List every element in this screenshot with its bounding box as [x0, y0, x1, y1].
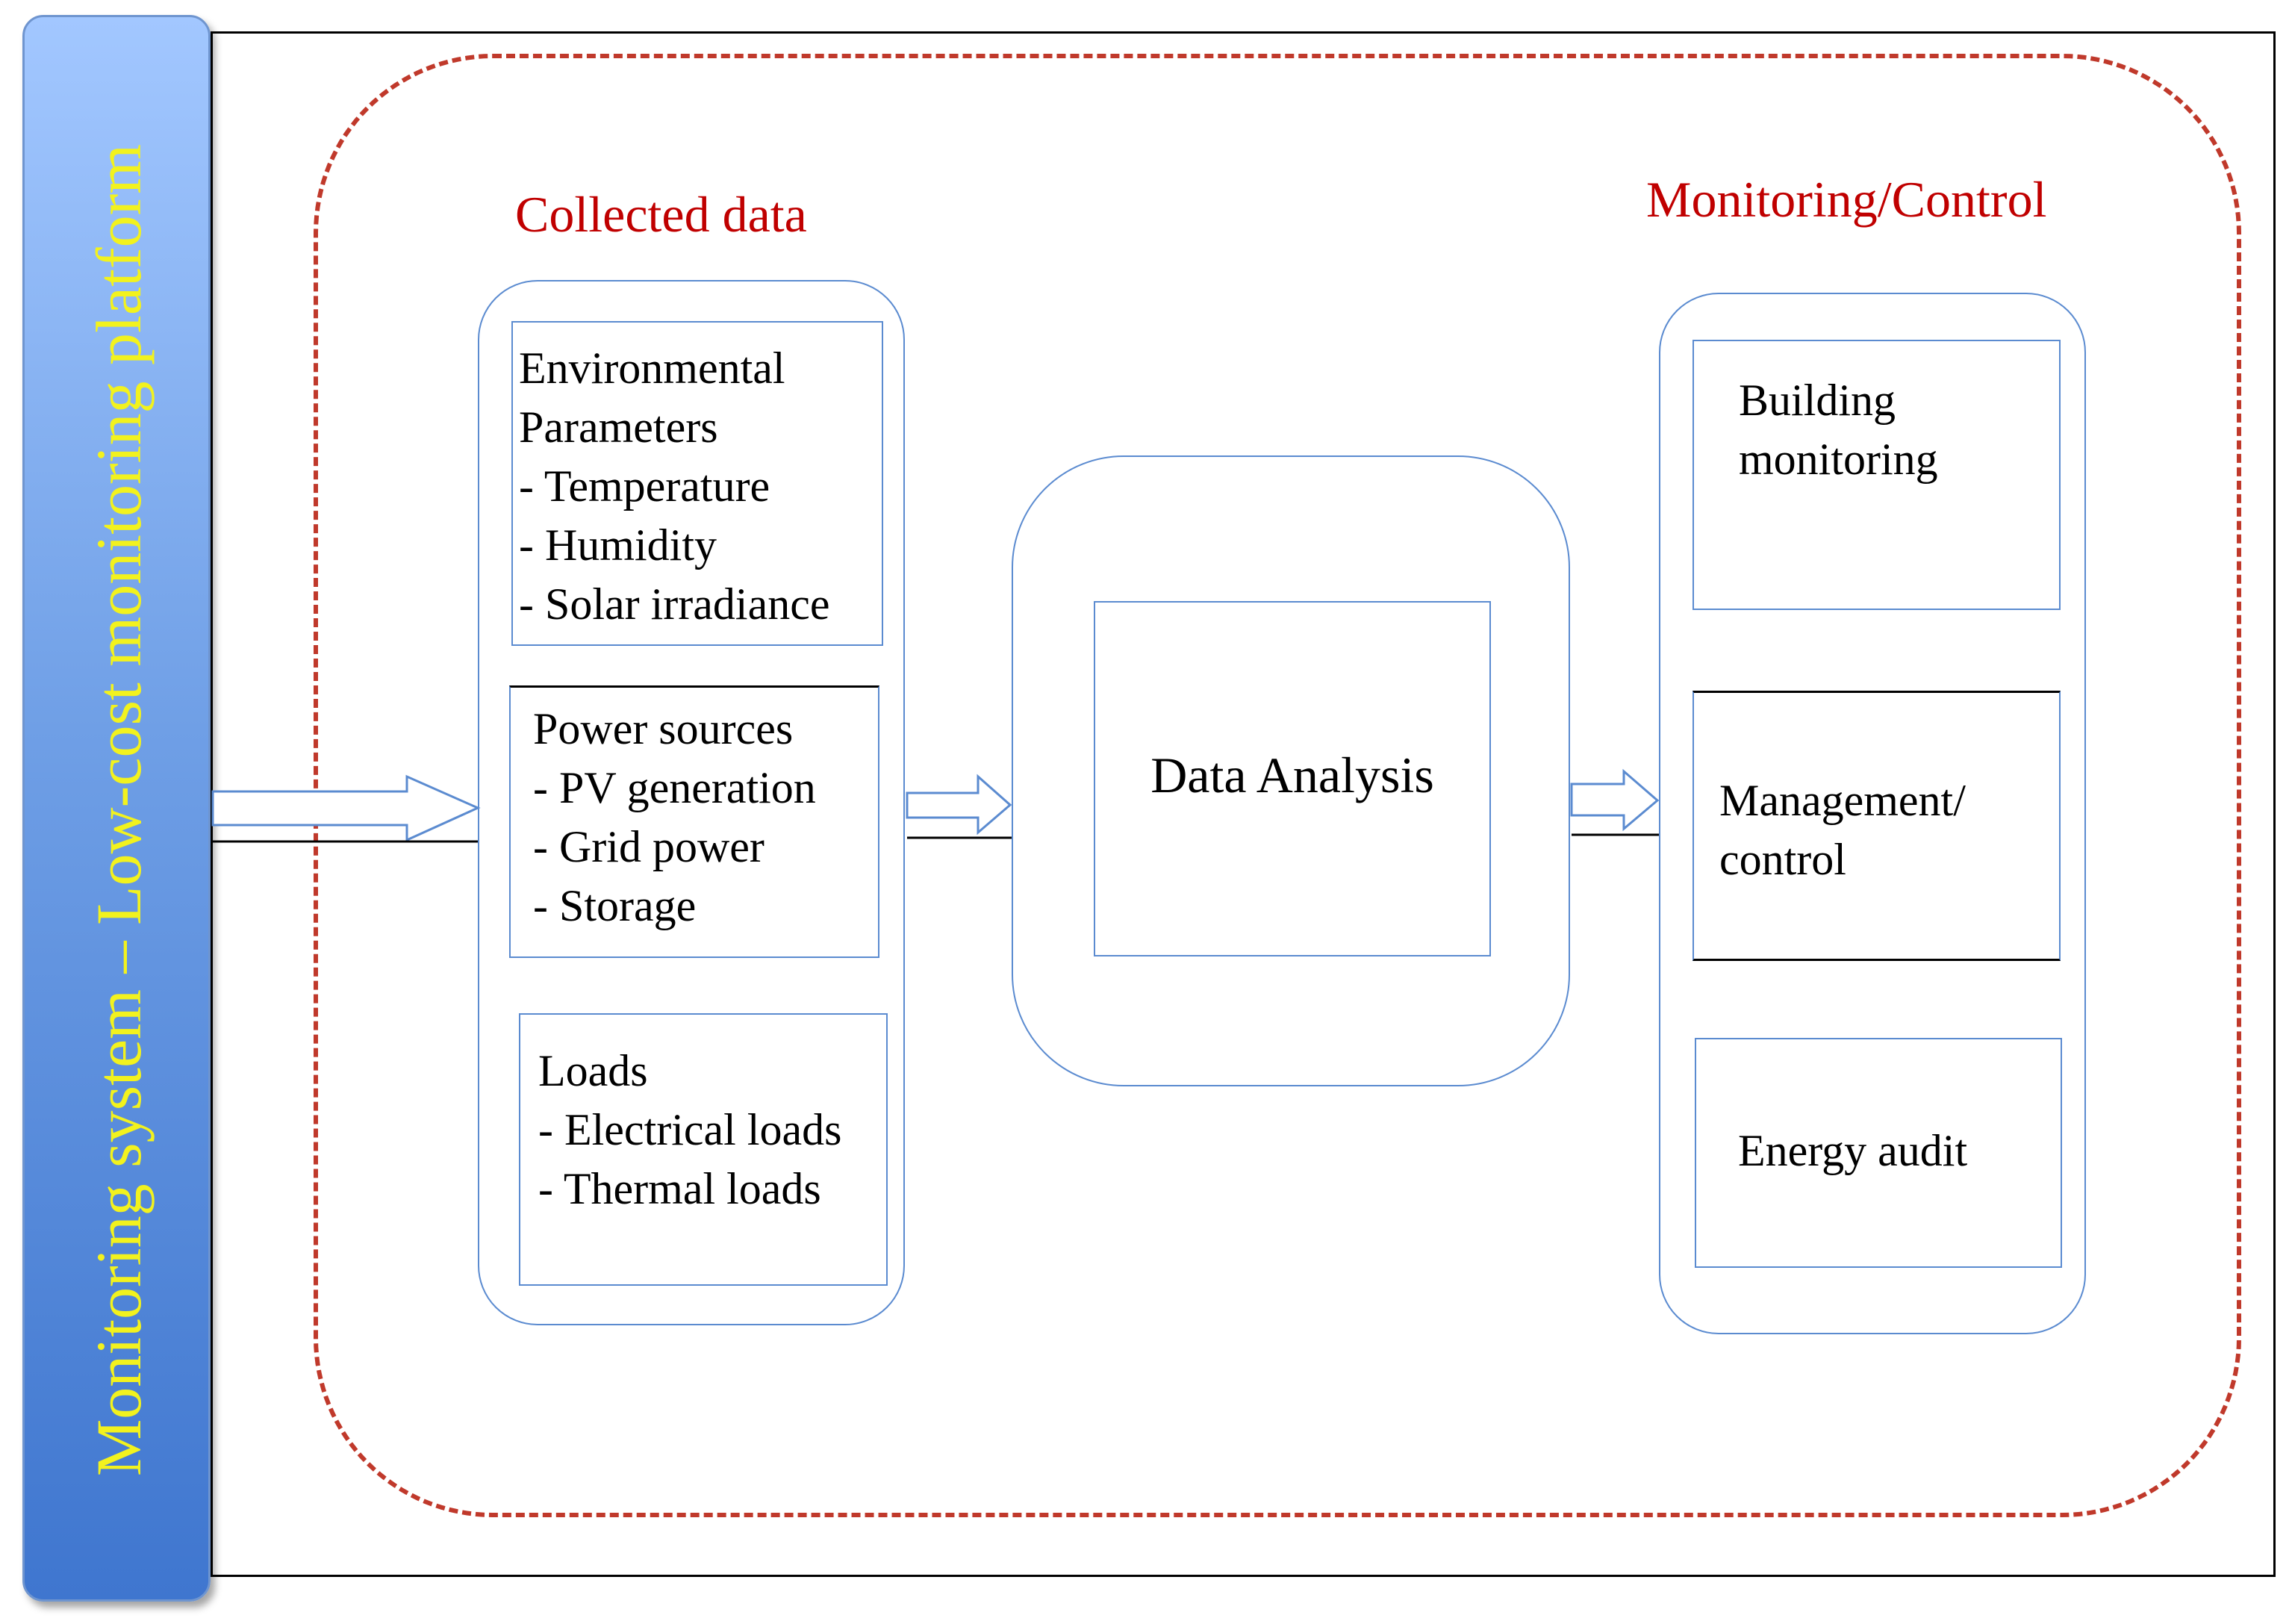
box-line: Environmental [519, 343, 785, 393]
analysis-arrow [906, 774, 1012, 836]
box-line: Energy audit [1738, 1126, 1968, 1175]
box-line: monitoring [1739, 435, 1938, 484]
box-line: - Grid power [533, 822, 764, 871]
energy-audit-text: Energy audit [1738, 1121, 1967, 1180]
data-analysis-box: Data Analysis [1094, 601, 1491, 956]
environmental-parameters-box: Environmental Parameters - Temperature -… [511, 321, 883, 646]
box-line: Loads [538, 1046, 648, 1095]
box-line: - Humidity [519, 520, 717, 570]
input-arrow [211, 774, 481, 842]
box-line: Management/ [1719, 776, 1966, 825]
energy-audit-box: Energy audit [1695, 1038, 2062, 1268]
power-sources-box: Power sources - PV generation - Grid pow… [509, 685, 879, 958]
data-analysis-label: Data Analysis [1150, 747, 1434, 803]
box-line: - Solar irradiance [519, 579, 830, 629]
box-line: - PV generation [533, 763, 816, 812]
monitoring-control-heading: Monitoring/Control [1646, 171, 2047, 228]
loads-text: Loads - Electrical loads - Thermal loads [538, 1042, 841, 1219]
box-line: Power sources [533, 704, 794, 753]
box-line: Parameters [519, 402, 718, 452]
loads-box: Loads - Electrical loads - Thermal loads [519, 1013, 888, 1286]
box-line: Building [1739, 376, 1896, 425]
monitoring-system-bar: Monitoring system – Low-cost monitoring … [22, 15, 211, 1602]
box-line: - Thermal loads [538, 1164, 821, 1213]
box-line: - Temperature [519, 461, 770, 511]
platform-boundary [314, 54, 2241, 1517]
environmental-parameters-text: Environmental Parameters - Temperature -… [519, 339, 829, 634]
building-monitoring-box: Building monitoring [1692, 340, 2061, 610]
building-monitoring-text: Building monitoring [1739, 371, 1938, 489]
management-control-text: Management/ control [1719, 771, 1966, 889]
box-line: control [1719, 835, 1846, 884]
management-control-box: Management/ control [1692, 691, 2061, 961]
box-line: - Electrical loads [538, 1105, 842, 1154]
control-arrow [1570, 768, 1660, 832]
collected-data-heading: Collected data [515, 186, 807, 243]
box-line: - Storage [533, 881, 697, 930]
power-sources-text: Power sources - PV generation - Grid pow… [533, 700, 816, 936]
